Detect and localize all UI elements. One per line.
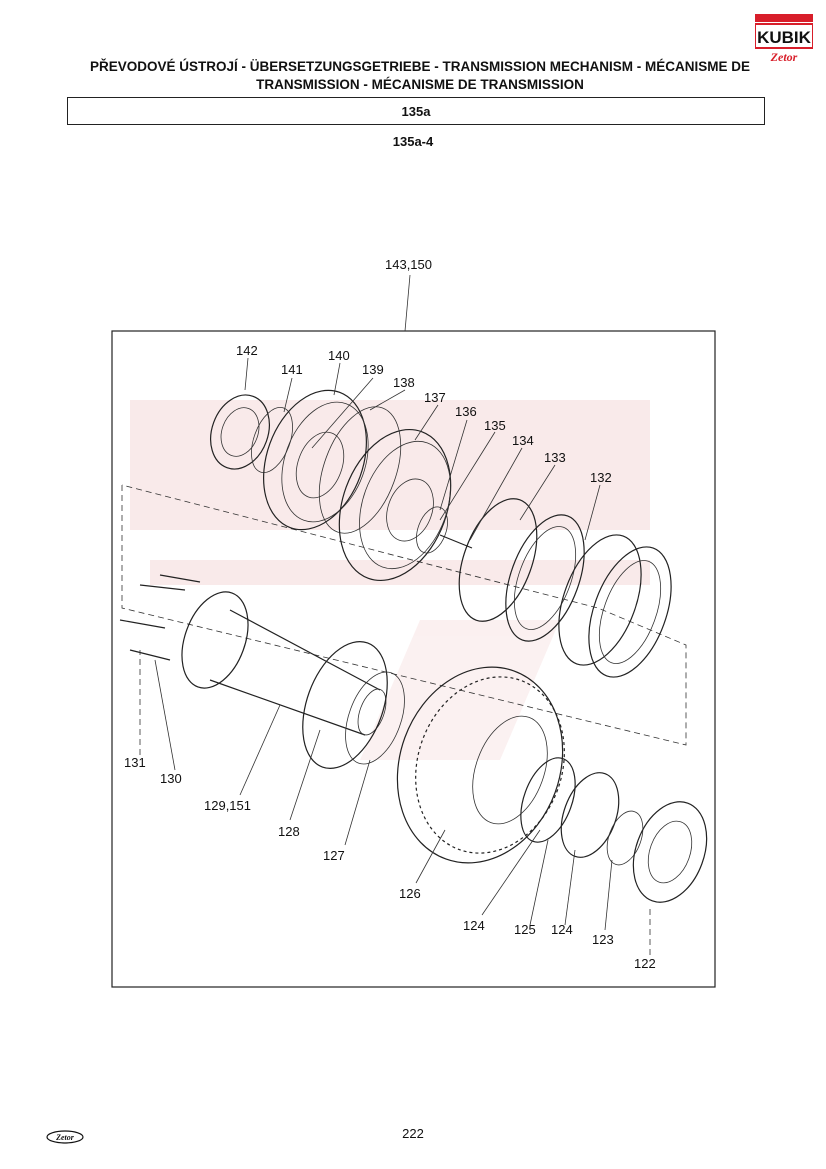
part-137-piston	[338, 428, 452, 582]
part-133-friction-disc	[505, 514, 585, 642]
callout-124-a: 124	[463, 918, 485, 933]
callout-138: 138	[393, 375, 415, 390]
callout-141: 141	[281, 362, 303, 377]
callout-128: 128	[278, 824, 300, 839]
part-140-housing	[263, 389, 369, 531]
part-136-spring	[416, 506, 448, 554]
part-127-circlip	[345, 671, 405, 765]
part-124-125-bearing-set	[520, 757, 620, 858]
callout-132: 132	[590, 470, 612, 485]
callout-135: 135	[484, 418, 506, 433]
callout-137: 137	[424, 390, 446, 405]
callout-122: 122	[634, 956, 656, 971]
part-122-bearing	[632, 801, 708, 903]
dashed-group-outline	[121, 484, 687, 746]
callout-123: 123	[592, 932, 614, 947]
zetor-footer-logo: Zetor	[46, 1130, 84, 1144]
callout-127: 127	[323, 848, 345, 863]
part-128-plate	[302, 641, 388, 769]
callout-124-b: 124	[551, 922, 573, 937]
part-142-bearing	[210, 394, 270, 470]
callout-139: 139	[362, 362, 384, 377]
subsection-number: 135a-4	[392, 134, 434, 149]
callout-126: 126	[399, 886, 421, 901]
callout-129-151: 129,151	[204, 798, 251, 813]
callout-142: 142	[236, 343, 258, 358]
svg-text:Zetor: Zetor	[770, 50, 798, 64]
callout-125: 125	[514, 922, 536, 937]
callout-140: 140	[328, 348, 350, 363]
leader-lines	[139, 357, 651, 955]
kubik-zetor-logo: KUBIK Zetor	[755, 14, 813, 64]
callout-136: 136	[455, 404, 477, 419]
svg-text:KUBIK: KUBIK	[757, 28, 812, 47]
diagram-frame	[111, 330, 716, 988]
part-138-ring	[318, 406, 402, 534]
section-header: 135a	[67, 97, 765, 125]
document-title: PŘEVODOVÉ ÚSTROJÍ - ÜBERSETZUNGSGETRIEBE…	[40, 58, 800, 94]
callout-131: 131	[124, 755, 146, 770]
part-123-washer	[606, 810, 644, 866]
callout-133: 133	[544, 450, 566, 465]
group-label: 143,150	[385, 257, 432, 272]
title-line-2: TRANSMISSION - MÉCANISME DE TRANSMISSION	[256, 77, 584, 92]
part-132-drum	[558, 534, 672, 678]
part-141-ring	[251, 407, 293, 473]
section-number: 135a	[401, 103, 431, 119]
callout-134: 134	[512, 433, 534, 448]
footer-brand: Zetor	[55, 1133, 75, 1142]
part-134-disc	[458, 498, 538, 622]
part-129-shaft	[181, 591, 387, 736]
title-line-1: PŘEVODOVÉ ÚSTROJÍ - ÜBERSETZUNGSGETRIEBE…	[89, 59, 751, 74]
callout-130: 130	[160, 771, 182, 786]
page-number: 222	[402, 1126, 424, 1141]
part-131-studs	[119, 574, 201, 661]
